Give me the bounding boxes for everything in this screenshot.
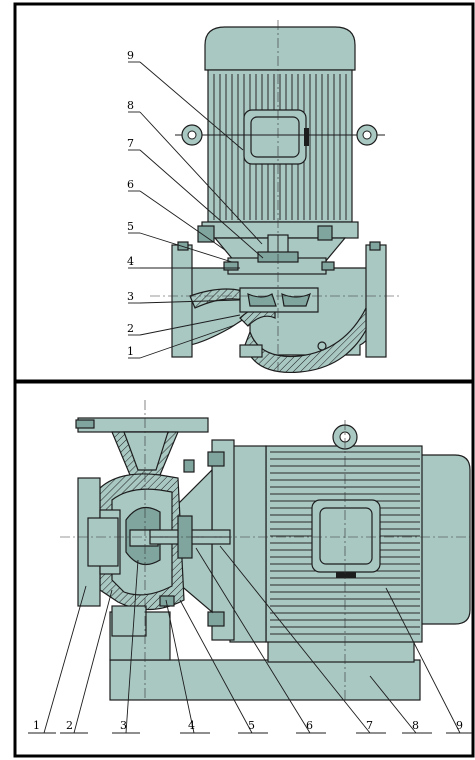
bottom-label-2: 2 bbox=[66, 719, 73, 732]
top-label-1: 1 bbox=[127, 345, 134, 358]
bottom-label-4: 4 bbox=[188, 719, 195, 732]
bottom-label-6: 6 bbox=[306, 719, 313, 732]
top-label-3: 3 bbox=[127, 290, 134, 303]
bottom-label-3: 3 bbox=[120, 719, 127, 732]
top-label-2: 2 bbox=[127, 322, 134, 335]
top-label-4: 4 bbox=[127, 255, 134, 268]
bottom-label-7: 7 bbox=[366, 719, 373, 732]
bottom-part-labels: 1 2 3 4 5 6 7 8 9 bbox=[33, 719, 463, 732]
horizontal-pump-drawing bbox=[60, 400, 471, 701]
top-label-6: 6 bbox=[127, 178, 134, 191]
bottom-label-8: 8 bbox=[412, 719, 419, 732]
bottom-panel-border bbox=[13, 380, 475, 758]
top-label-7: 7 bbox=[127, 137, 134, 150]
bottom-label-5: 5 bbox=[248, 719, 255, 732]
vertical-pump-drawing bbox=[150, 20, 400, 374]
top-label-5: 5 bbox=[127, 220, 134, 233]
top-label-9: 9 bbox=[127, 49, 134, 62]
bottom-label-1: 1 bbox=[33, 719, 40, 732]
top-label-8: 8 bbox=[127, 99, 134, 112]
bottom-label-9: 9 bbox=[456, 719, 463, 732]
top-part-labels: 9 8 7 6 5 4 3 2 1 bbox=[127, 49, 134, 358]
top-leaders bbox=[128, 61, 264, 359]
bottom-leaders bbox=[28, 545, 472, 734]
